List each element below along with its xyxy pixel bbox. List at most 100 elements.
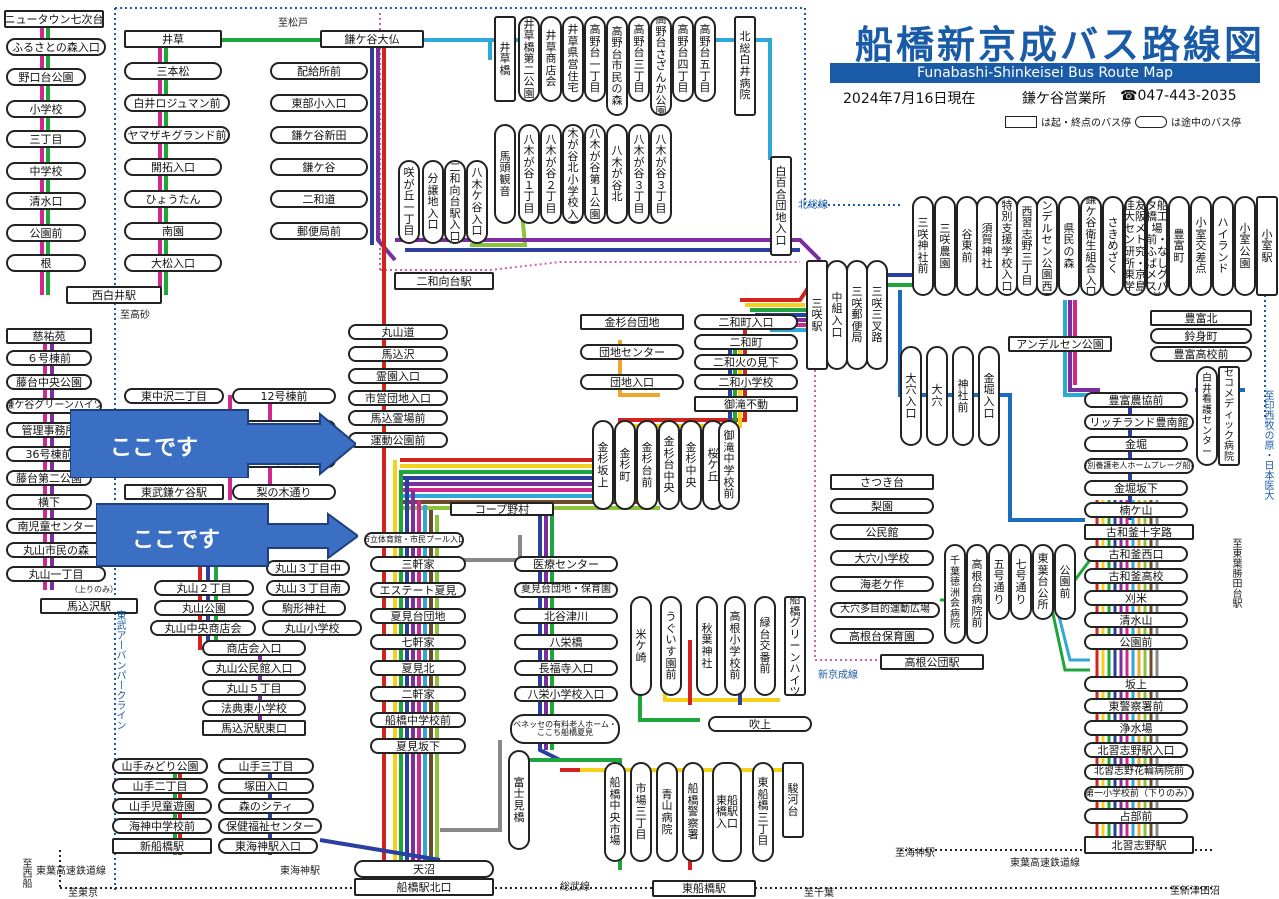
stop[interactable]: 鈴身町 xyxy=(1150,328,1252,344)
stop[interactable]: 塚田入口 xyxy=(218,778,314,794)
stop[interactable]: 霊園入口 xyxy=(348,368,448,384)
stop[interactable]: 船橋グリーンハイツ xyxy=(784,596,806,696)
stop[interactable]: 富士見橋 xyxy=(508,750,530,850)
stop[interactable]: 高野台四丁目 xyxy=(672,16,694,102)
stop[interactable]: 丸山公民館入口 xyxy=(202,660,306,676)
stop[interactable]: ヤマザキグランド前 xyxy=(124,126,230,144)
stop[interactable]: 丸山３丁目南 xyxy=(266,580,350,596)
stop[interactable]: ひょうたん xyxy=(124,190,222,208)
stop[interactable]: 東船橋三丁目 xyxy=(752,762,774,862)
stop[interactable]: 森のシティ xyxy=(218,798,314,814)
stop[interactable]: 夏見台団地・保育園 xyxy=(514,582,618,598)
stop[interactable]: 二和道 xyxy=(270,190,368,208)
stop[interactable]: 古和釜高校 xyxy=(1084,568,1188,584)
stop[interactable]: 東船橋駅入口 xyxy=(712,762,742,862)
stop[interactable]: 八木が谷北 xyxy=(606,124,628,224)
stop[interactable]: 鎌ケ谷大仏 xyxy=(320,30,424,48)
stop[interactable]: 運動公園前 xyxy=(348,432,448,448)
stop[interactable]: さきめざく xyxy=(1102,196,1124,296)
stop[interactable]: 中学校 xyxy=(6,162,86,180)
stop[interactable]: 清水口 xyxy=(6,192,86,210)
station-futawamukodai[interactable]: 二和向台駅 xyxy=(394,272,494,290)
stop[interactable]: エステート夏見 xyxy=(370,582,466,598)
stop[interactable]: 二和火の見下 xyxy=(694,354,798,370)
stop[interactable]: 神社前 xyxy=(952,346,974,446)
stop[interactable]: 保健福祉センター xyxy=(218,818,322,834)
stop[interactable]: 御滝不動 xyxy=(694,396,798,412)
stop[interactable]: 三丁目 xyxy=(6,130,86,148)
stop[interactable]: 海老ケ作 xyxy=(830,576,934,592)
stop[interactable]: 団地センター xyxy=(580,344,684,360)
station-magomezawa[interactable]: 馬込沢駅 xyxy=(40,598,138,614)
stop[interactable]: 東葉台公所 xyxy=(1032,544,1054,620)
stop[interactable]: 東部小入口 xyxy=(270,94,368,112)
stop[interactable]: 第一小学校前（下りのみ） xyxy=(1084,786,1194,802)
stop[interactable]: 丸山市民の森 xyxy=(6,542,106,558)
stop[interactable]: 商店会入口 xyxy=(202,640,306,656)
stop[interactable]: 分譲地入口 xyxy=(422,160,444,244)
stop[interactable]: 西習志野三丁目 xyxy=(1016,196,1038,296)
stop[interactable]: 金杉台前 xyxy=(636,420,658,510)
stop[interactable]: 東海神駅入口 xyxy=(218,838,318,854)
stop[interactable]: 二和町 xyxy=(694,334,798,350)
stop[interactable]: ふるさとの森入口 xyxy=(6,38,106,56)
stop[interactable]: 特別支援学校入口 xyxy=(996,196,1018,296)
stop[interactable]: 鎌ケ谷新田 xyxy=(270,126,368,144)
stop[interactable]: 二軒家 xyxy=(370,686,466,702)
station-takanekoen[interactable]: 高根公団駅 xyxy=(880,654,984,670)
stop[interactable]: 楠ケ山 xyxy=(1084,502,1188,518)
stop[interactable]: さつき台 xyxy=(830,474,934,490)
stop[interactable]: 高野台五丁目 xyxy=(694,16,716,102)
stop[interactable]: 二和向台駅入口 xyxy=(444,160,466,244)
stop[interactable]: 三咲農園 xyxy=(934,196,956,296)
stop[interactable]: 慈祐苑 xyxy=(6,328,92,344)
stop[interactable]: 北谷津川 xyxy=(514,608,618,624)
stop[interactable]: 市場三丁目 xyxy=(630,762,652,862)
stop[interactable]: 井草橋 xyxy=(494,16,516,102)
stop[interactable]: 駿河台 xyxy=(782,762,804,838)
stop[interactable]: 白井ロジュマン前 xyxy=(124,94,230,112)
stop[interactable]: 梨の木通り xyxy=(232,484,336,500)
stop[interactable]: 井草橋第二公園 xyxy=(518,16,540,102)
stop[interactable]: 清水山 xyxy=(1084,612,1188,628)
stop[interactable]: 梨園 xyxy=(830,498,934,514)
stop-andersen-park[interactable]: アンデルセン公園 xyxy=(1008,336,1112,352)
stop[interactable]: 古和釜十字路 xyxy=(1084,524,1194,540)
stop[interactable]: 七号通り xyxy=(1010,544,1032,620)
stop[interactable]: 山手二丁目 xyxy=(112,778,208,794)
stop[interactable]: 白井看護センター xyxy=(1196,366,1218,466)
stop[interactable]: 公園前 xyxy=(1054,544,1076,620)
stop[interactable]: 山手みどり公園 xyxy=(112,758,208,774)
stop[interactable]: 豊富高校前 xyxy=(1150,346,1252,362)
stop[interactable]: 佳友大阪セメント研究所・東京学島 xyxy=(1124,196,1146,296)
stop[interactable]: 金堀 xyxy=(1084,436,1188,452)
stop[interactable]: 千葉徳洲会病院 xyxy=(944,544,966,644)
stop[interactable]: 金杉町 xyxy=(614,420,636,510)
station-kitanarashino[interactable]: 北習志野駅 xyxy=(1084,836,1194,854)
stop[interactable]: 南児童センター xyxy=(6,518,106,534)
stop[interactable]: ６号棟前 xyxy=(6,350,92,366)
stop[interactable]: 三咲郵便局 xyxy=(846,260,868,370)
stop-city-gym[interactable]: 市立体育館・市民プール入口 xyxy=(364,532,464,548)
stop[interactable]: 八木が谷１丁目 xyxy=(518,124,540,224)
stop[interactable]: 山手三丁目 xyxy=(218,758,314,774)
stop[interactable]: 金堀坂下 xyxy=(1084,480,1188,496)
stop[interactable]: 大穴小学校 xyxy=(830,550,934,566)
stop[interactable]: 高野台さざんか公園 xyxy=(650,16,672,116)
stop[interactable]: 丸山公園 xyxy=(154,600,254,616)
stop[interactable]: 刈米 xyxy=(1084,590,1188,606)
stop[interactable]: 鎌ケ谷衛生組合入口 xyxy=(1080,196,1102,296)
stop[interactable]: 金堀入口 xyxy=(978,346,1000,446)
stop[interactable]: 丸山一丁目 xyxy=(6,566,106,582)
stop[interactable]: うぐいす園前 xyxy=(660,596,682,696)
stop[interactable]: 浄水場 xyxy=(1084,720,1188,736)
stop[interactable]: 夏見北 xyxy=(370,660,466,676)
stop[interactable]: 高根台病院前 xyxy=(966,544,988,644)
stop[interactable]: 馬込霊場前 xyxy=(348,410,448,426)
stop[interactable]: 船橋中学校前 xyxy=(370,712,466,728)
stop[interactable]: 三咲神社前 xyxy=(912,196,934,296)
stop[interactable]: 豊富町 xyxy=(1168,196,1190,296)
stop[interactable]: 公民館 xyxy=(830,524,934,540)
stop[interactable]: 小室交差点 xyxy=(1190,196,1212,296)
stop[interactable]: 北習志野花輪病院前 xyxy=(1084,764,1194,780)
